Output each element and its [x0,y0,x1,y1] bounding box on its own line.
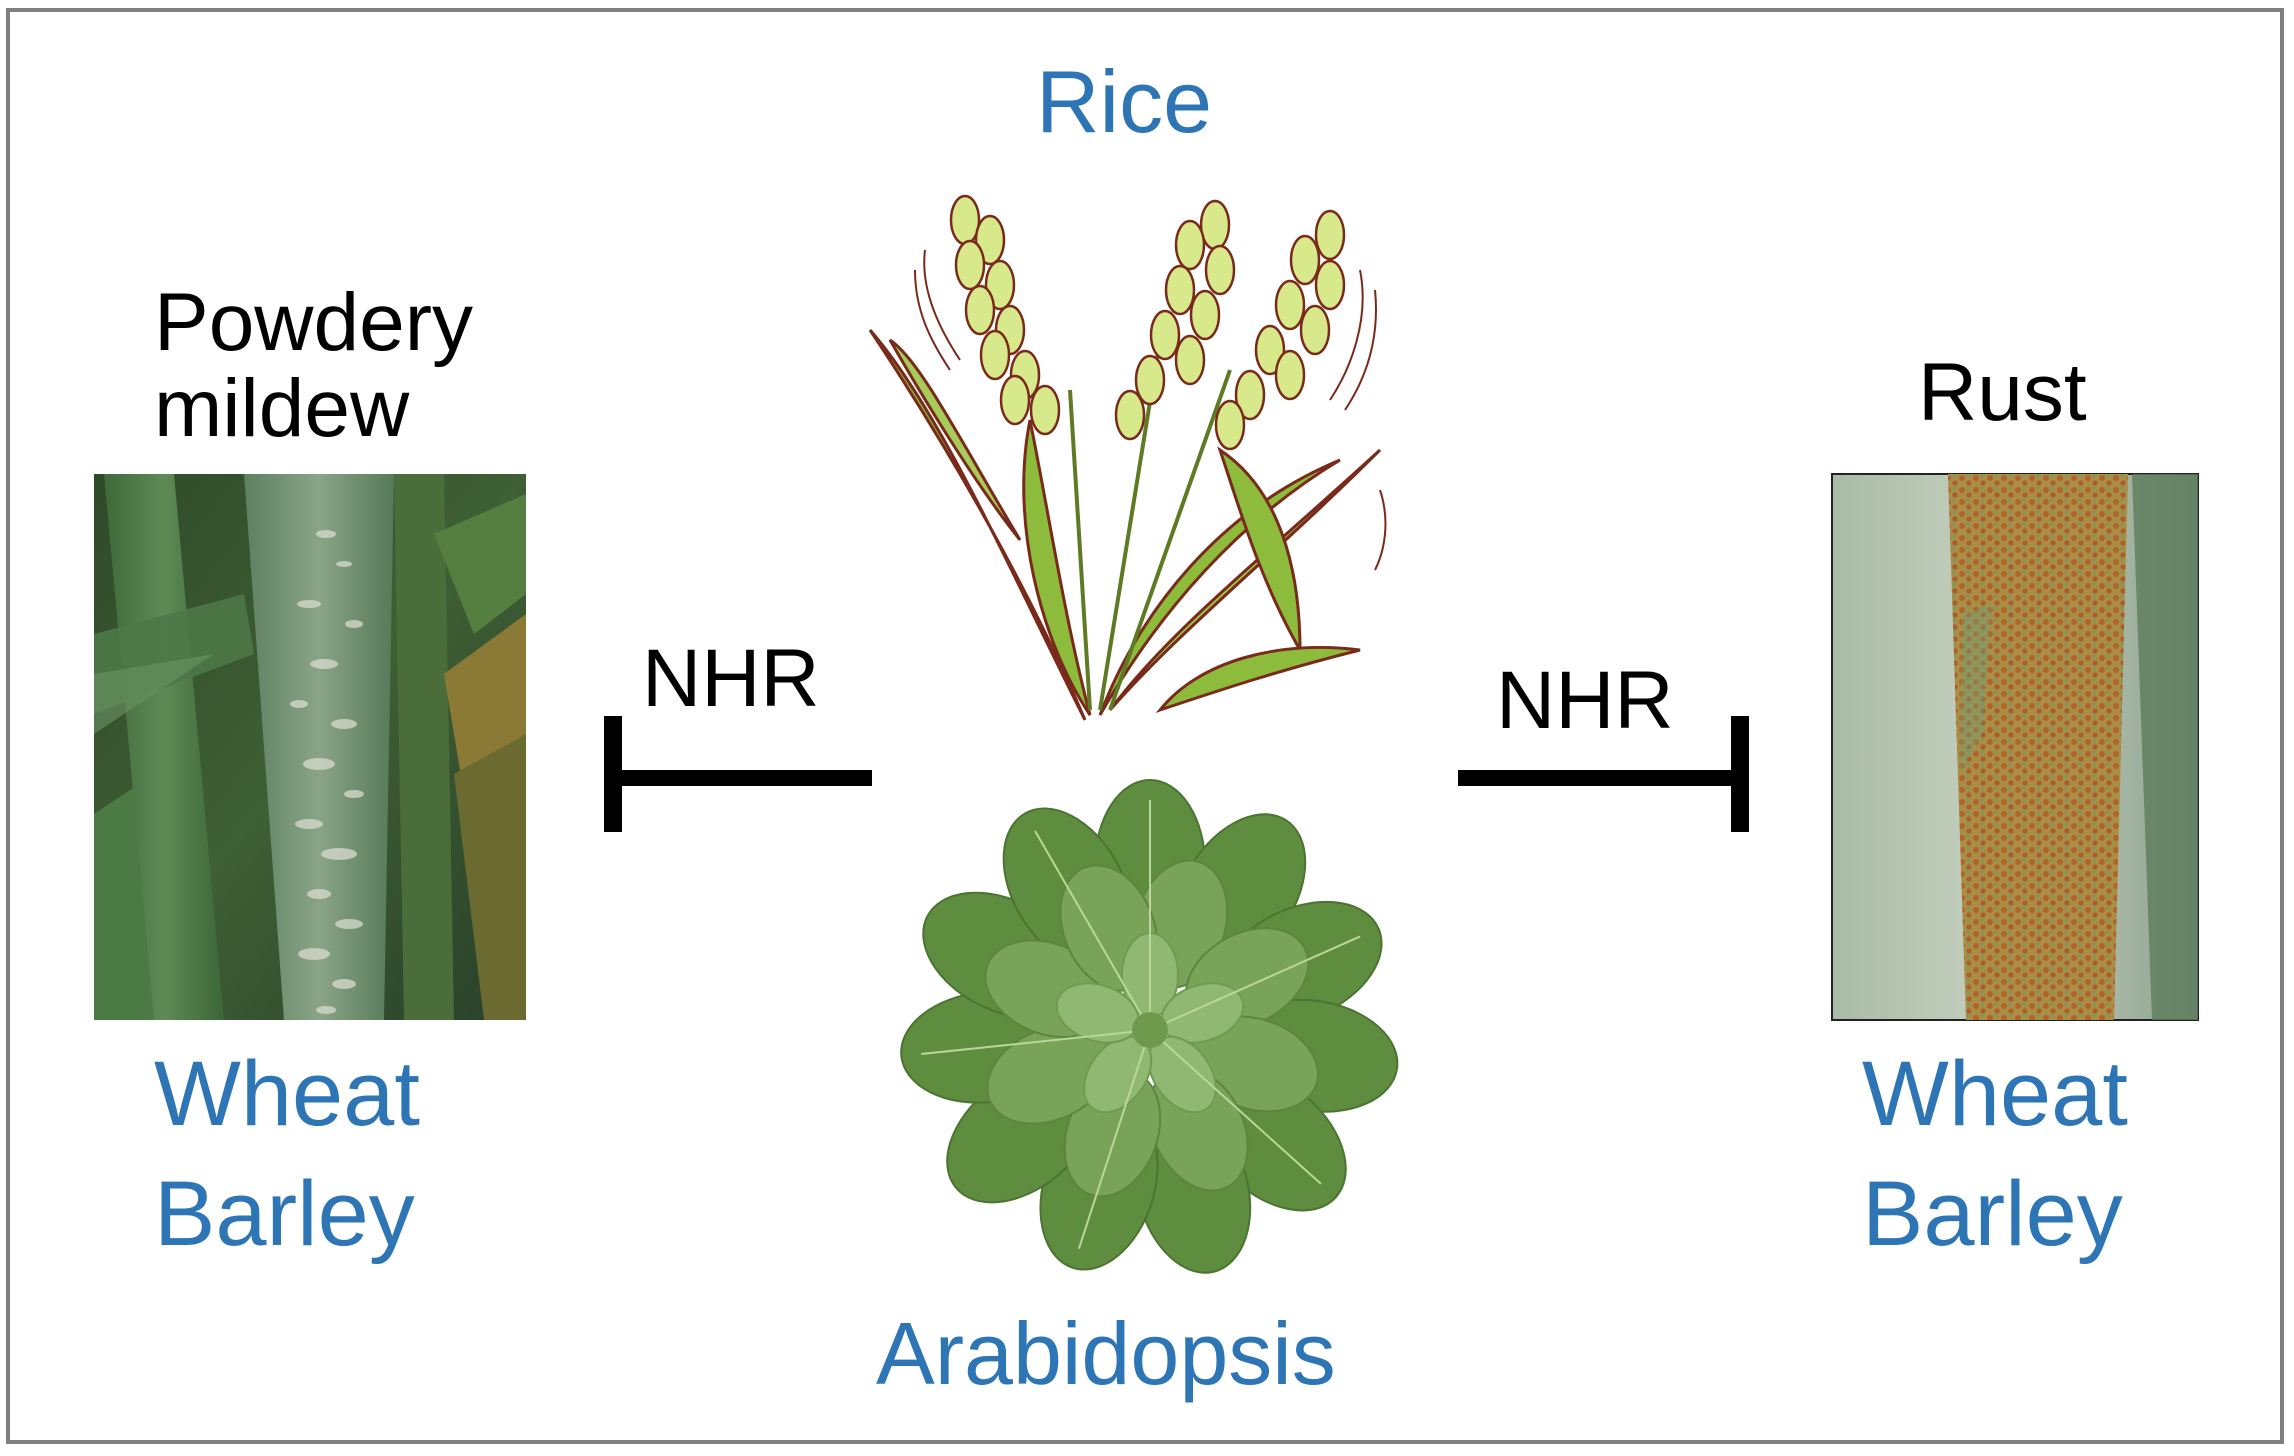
left-inhibition-icon [604,716,872,832]
left-host-wheat: Wheat [154,1043,420,1145]
right-host-barley: Barley [1862,1163,2123,1265]
left-nhr-label: NHR [642,633,820,724]
powdery-mildew-leaf-photo [94,474,526,1020]
right-host-wheat: Wheat [1862,1043,2128,1145]
right-inhibition-icon [1458,716,1749,832]
rice-label: Rice [1036,52,1213,151]
arabidopsis-rosette-icon [900,779,1399,1274]
powdery-mildew-label-line1: Powdery [154,277,474,368]
rust-leaf-photo [1831,473,2199,1021]
right-nhr-label: NHR [1496,655,1674,746]
left-host-barley: Barley [154,1163,415,1265]
rice-plant-icon [868,194,1387,721]
powdery-mildew-label-line2: mildew [154,363,410,454]
arabidopsis-label: Arabidopsis [876,1304,1336,1403]
figure-frame [6,8,2284,1444]
rust-label: Rust [1918,347,2087,438]
